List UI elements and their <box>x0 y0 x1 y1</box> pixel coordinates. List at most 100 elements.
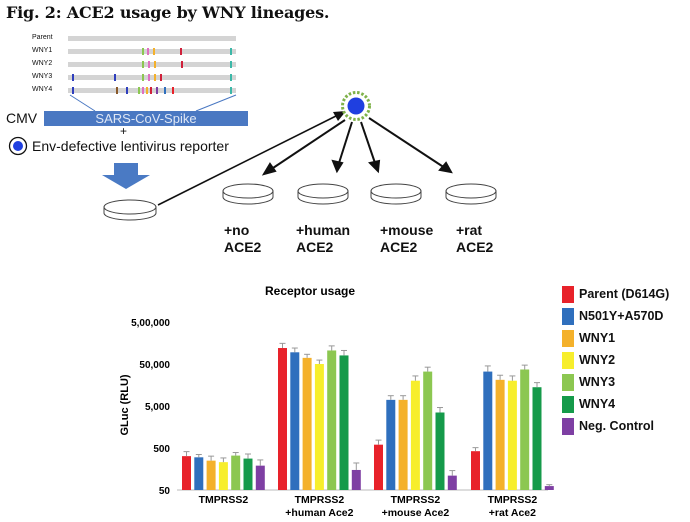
legend-swatch <box>562 352 574 369</box>
x-tick-label: TMPRSS2+rat Ace2 <box>488 494 538 519</box>
dish-label-line2: ACE2 <box>380 239 418 255</box>
legend-item: WNY3 <box>558 373 688 395</box>
sequence-bar-wny3 <box>68 74 236 81</box>
y-tick-label: 50 <box>159 486 171 497</box>
legend-item: Neg. Control <box>558 417 688 439</box>
legend-item: Parent (D614G) <box>558 285 688 307</box>
dish-no-ace2-icon <box>222 183 274 205</box>
bar <box>194 457 204 490</box>
dish-label-line2: ACE2 <box>296 239 334 255</box>
legend-label: WNY1 <box>579 331 616 345</box>
plus-sign: + <box>120 124 128 138</box>
legend-swatch <box>562 330 574 347</box>
zoom-line-right <box>195 94 237 112</box>
legend-label: WNY2 <box>579 353 616 367</box>
bar <box>520 369 530 490</box>
bar <box>471 451 480 490</box>
dish-label-no-ace2: +no ACE2 <box>224 222 261 256</box>
x-tick-label: TMPRSS2+human Ace2 <box>285 494 353 519</box>
bar <box>447 475 457 490</box>
legend-label: Neg. Control <box>579 419 654 433</box>
bar <box>410 380 420 490</box>
pseudovirus-icon <box>341 91 371 121</box>
lineage-label-wny1: WNY1 <box>32 47 53 54</box>
bar <box>206 460 216 490</box>
lineage-label-wny3: WNY3 <box>32 73 53 80</box>
legend-swatch <box>562 286 574 303</box>
dish-mouse-ace2-icon <box>370 183 422 205</box>
zoom-line-left <box>69 94 96 112</box>
lineage-label-wny2: WNY2 <box>32 60 53 67</box>
spike-construct: SARS-CoV-Spike <box>44 111 248 126</box>
bar <box>483 371 493 490</box>
dish-label-rat-ace2: +rat ACE2 <box>456 222 493 256</box>
y-axis-ticks: 50 500 5,000 50,000 5,00,000 <box>131 318 170 497</box>
legend-swatch <box>562 418 574 435</box>
bar <box>327 350 337 490</box>
legend-item: WNY4 <box>558 395 688 417</box>
dish-human-ace2-icon <box>297 183 349 205</box>
x-tick-label: TMPRSS2+mouse Ace2 <box>382 494 450 519</box>
dish-label-line1: +human <box>296 222 351 238</box>
bar <box>302 357 312 490</box>
legend-label: WNY4 <box>579 397 616 411</box>
dish-label-line1: +no <box>224 222 250 238</box>
legend-item: N501Y+A570D <box>558 307 688 329</box>
bar <box>218 462 228 490</box>
x-tick-label: TMPRSS2 <box>199 494 249 506</box>
bar <box>435 412 445 490</box>
bar <box>351 469 361 490</box>
bar <box>507 380 517 490</box>
x-axis-labels: TMPRSS2 TMPRSS2+human Ace2 TMPRSS2+mouse A… <box>199 494 538 519</box>
bar <box>495 379 505 490</box>
y-axis-label: GLuc (RLU) <box>119 374 131 435</box>
sequence-bar-wny4 <box>68 87 236 94</box>
y-tick-label: 500 <box>153 444 170 455</box>
down-arrow-icon <box>102 163 150 189</box>
bar <box>398 399 408 490</box>
bar <box>231 455 241 490</box>
dish-label-line1: +mouse <box>380 222 434 238</box>
lineage-label-wny4: WNY4 <box>32 86 53 93</box>
dish-label-line1: +rat <box>456 222 483 238</box>
dish-label-human-ace2: +human ACE2 <box>296 222 350 256</box>
legend-swatch <box>562 374 574 391</box>
dish-label-mouse-ace2: +mouse ACE2 <box>380 222 433 256</box>
source-dish-icon <box>103 199 157 221</box>
y-tick-label: 50,000 <box>139 360 170 371</box>
legend-label: N501Y+A570D <box>579 309 664 323</box>
sequence-bar-wny1 <box>68 48 236 55</box>
bar <box>339 355 349 490</box>
arrows-to-dishes <box>261 117 453 176</box>
bar <box>386 399 396 490</box>
legend-item: WNY2 <box>558 351 688 373</box>
figure-title: Fig. 2: ACE2 usage by WNY lineages. <box>6 3 330 22</box>
chart-title: Receptor usage <box>265 284 355 298</box>
legend-swatch <box>562 308 574 325</box>
sequence-bar-parent <box>68 36 236 41</box>
legend-swatch <box>562 396 574 413</box>
legend-label: Parent (D614G) <box>579 287 670 301</box>
dish-label-line2: ACE2 <box>224 239 262 255</box>
bar <box>423 371 433 490</box>
bar <box>278 348 287 490</box>
cmv-promoter-label: CMV <box>6 110 38 126</box>
dish-label-line2: ACE2 <box>456 239 494 255</box>
arrow-to-virus <box>157 114 339 206</box>
legend-label: WNY3 <box>579 375 616 389</box>
reporter-label: Env-defective lentivirus reporter <box>32 138 229 154</box>
y-tick-label: 5,00,000 <box>131 318 170 329</box>
bar <box>532 387 542 490</box>
y-tick-label: 5,000 <box>145 402 170 413</box>
bar <box>544 486 554 490</box>
bar <box>290 352 300 490</box>
legend-item: WNY1 <box>558 329 688 351</box>
bar <box>182 456 191 490</box>
bar-series <box>182 342 554 490</box>
dish-rat-ace2-icon <box>445 183 497 205</box>
bar <box>255 465 265 490</box>
sequence-bar-wny2 <box>68 61 236 68</box>
